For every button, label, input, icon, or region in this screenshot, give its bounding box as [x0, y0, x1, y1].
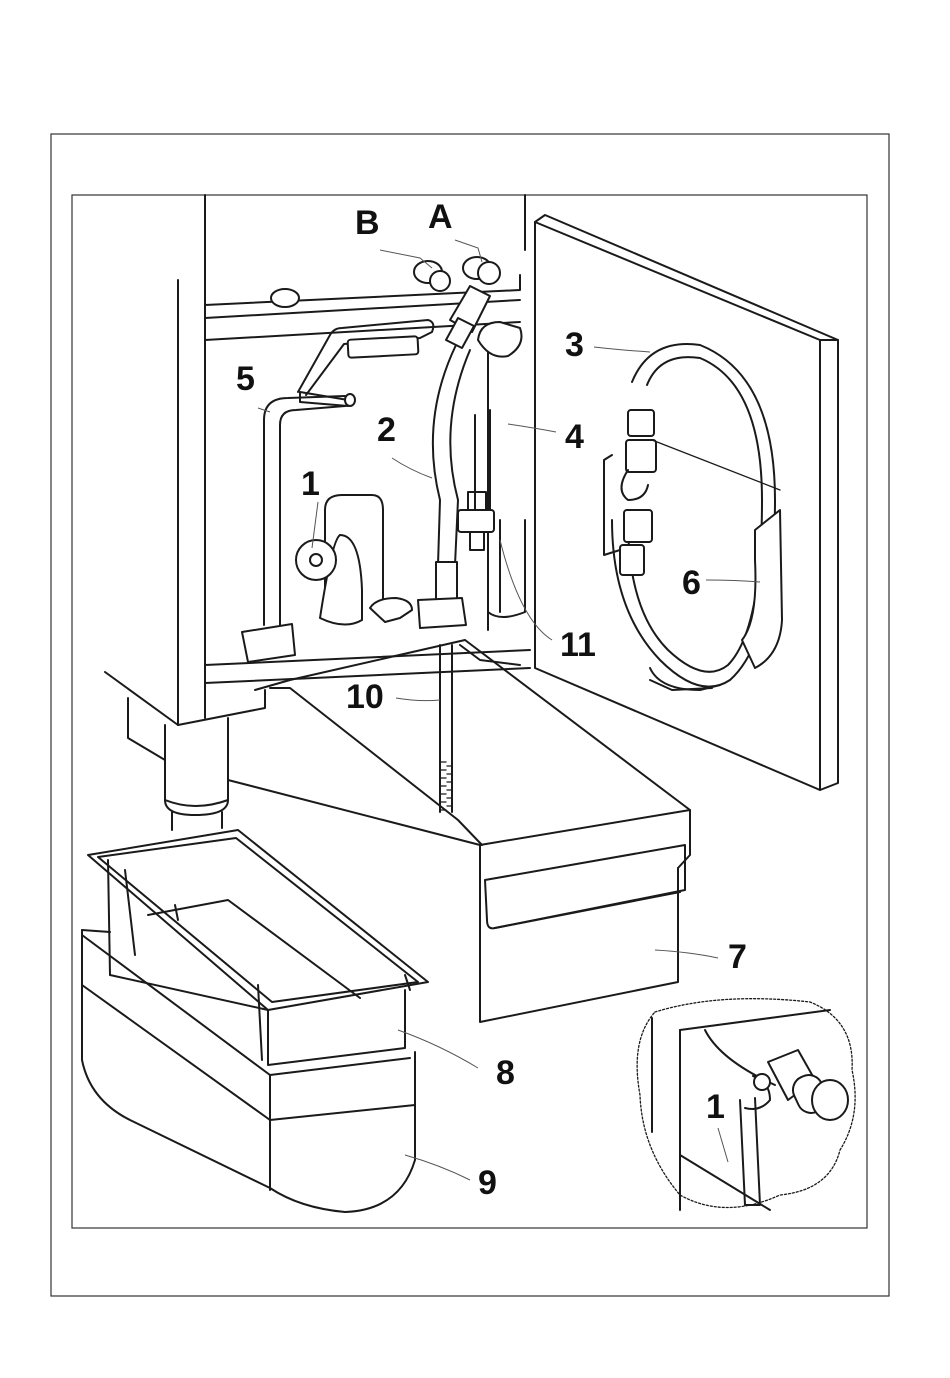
callout-8: 8 [496, 1054, 515, 1092]
callout-11: 11 [560, 626, 596, 664]
valve-b [414, 261, 450, 291]
callout-9: 9 [478, 1164, 497, 1202]
cup [478, 322, 522, 357]
callout-7: 7 [728, 938, 747, 976]
part-10-probe [440, 645, 452, 812]
callout-a: A [428, 198, 453, 236]
callout-2: 2 [377, 411, 396, 449]
callout-detail-1: 1 [706, 1088, 725, 1126]
part-8-basket [88, 830, 428, 1065]
small-valve-left [271, 289, 299, 307]
part-9-container [82, 930, 415, 1212]
callout-10: 10 [346, 678, 384, 716]
callout-4: 4 [565, 418, 584, 456]
callout-6: 6 [682, 564, 701, 602]
callout-5: 5 [236, 360, 255, 398]
callout-b: B [355, 204, 380, 242]
callout-1: 1 [301, 465, 320, 503]
door [535, 215, 838, 790]
callout-3: 3 [565, 326, 584, 364]
detail-inset [637, 999, 855, 1210]
part-1-gauge [296, 495, 412, 625]
